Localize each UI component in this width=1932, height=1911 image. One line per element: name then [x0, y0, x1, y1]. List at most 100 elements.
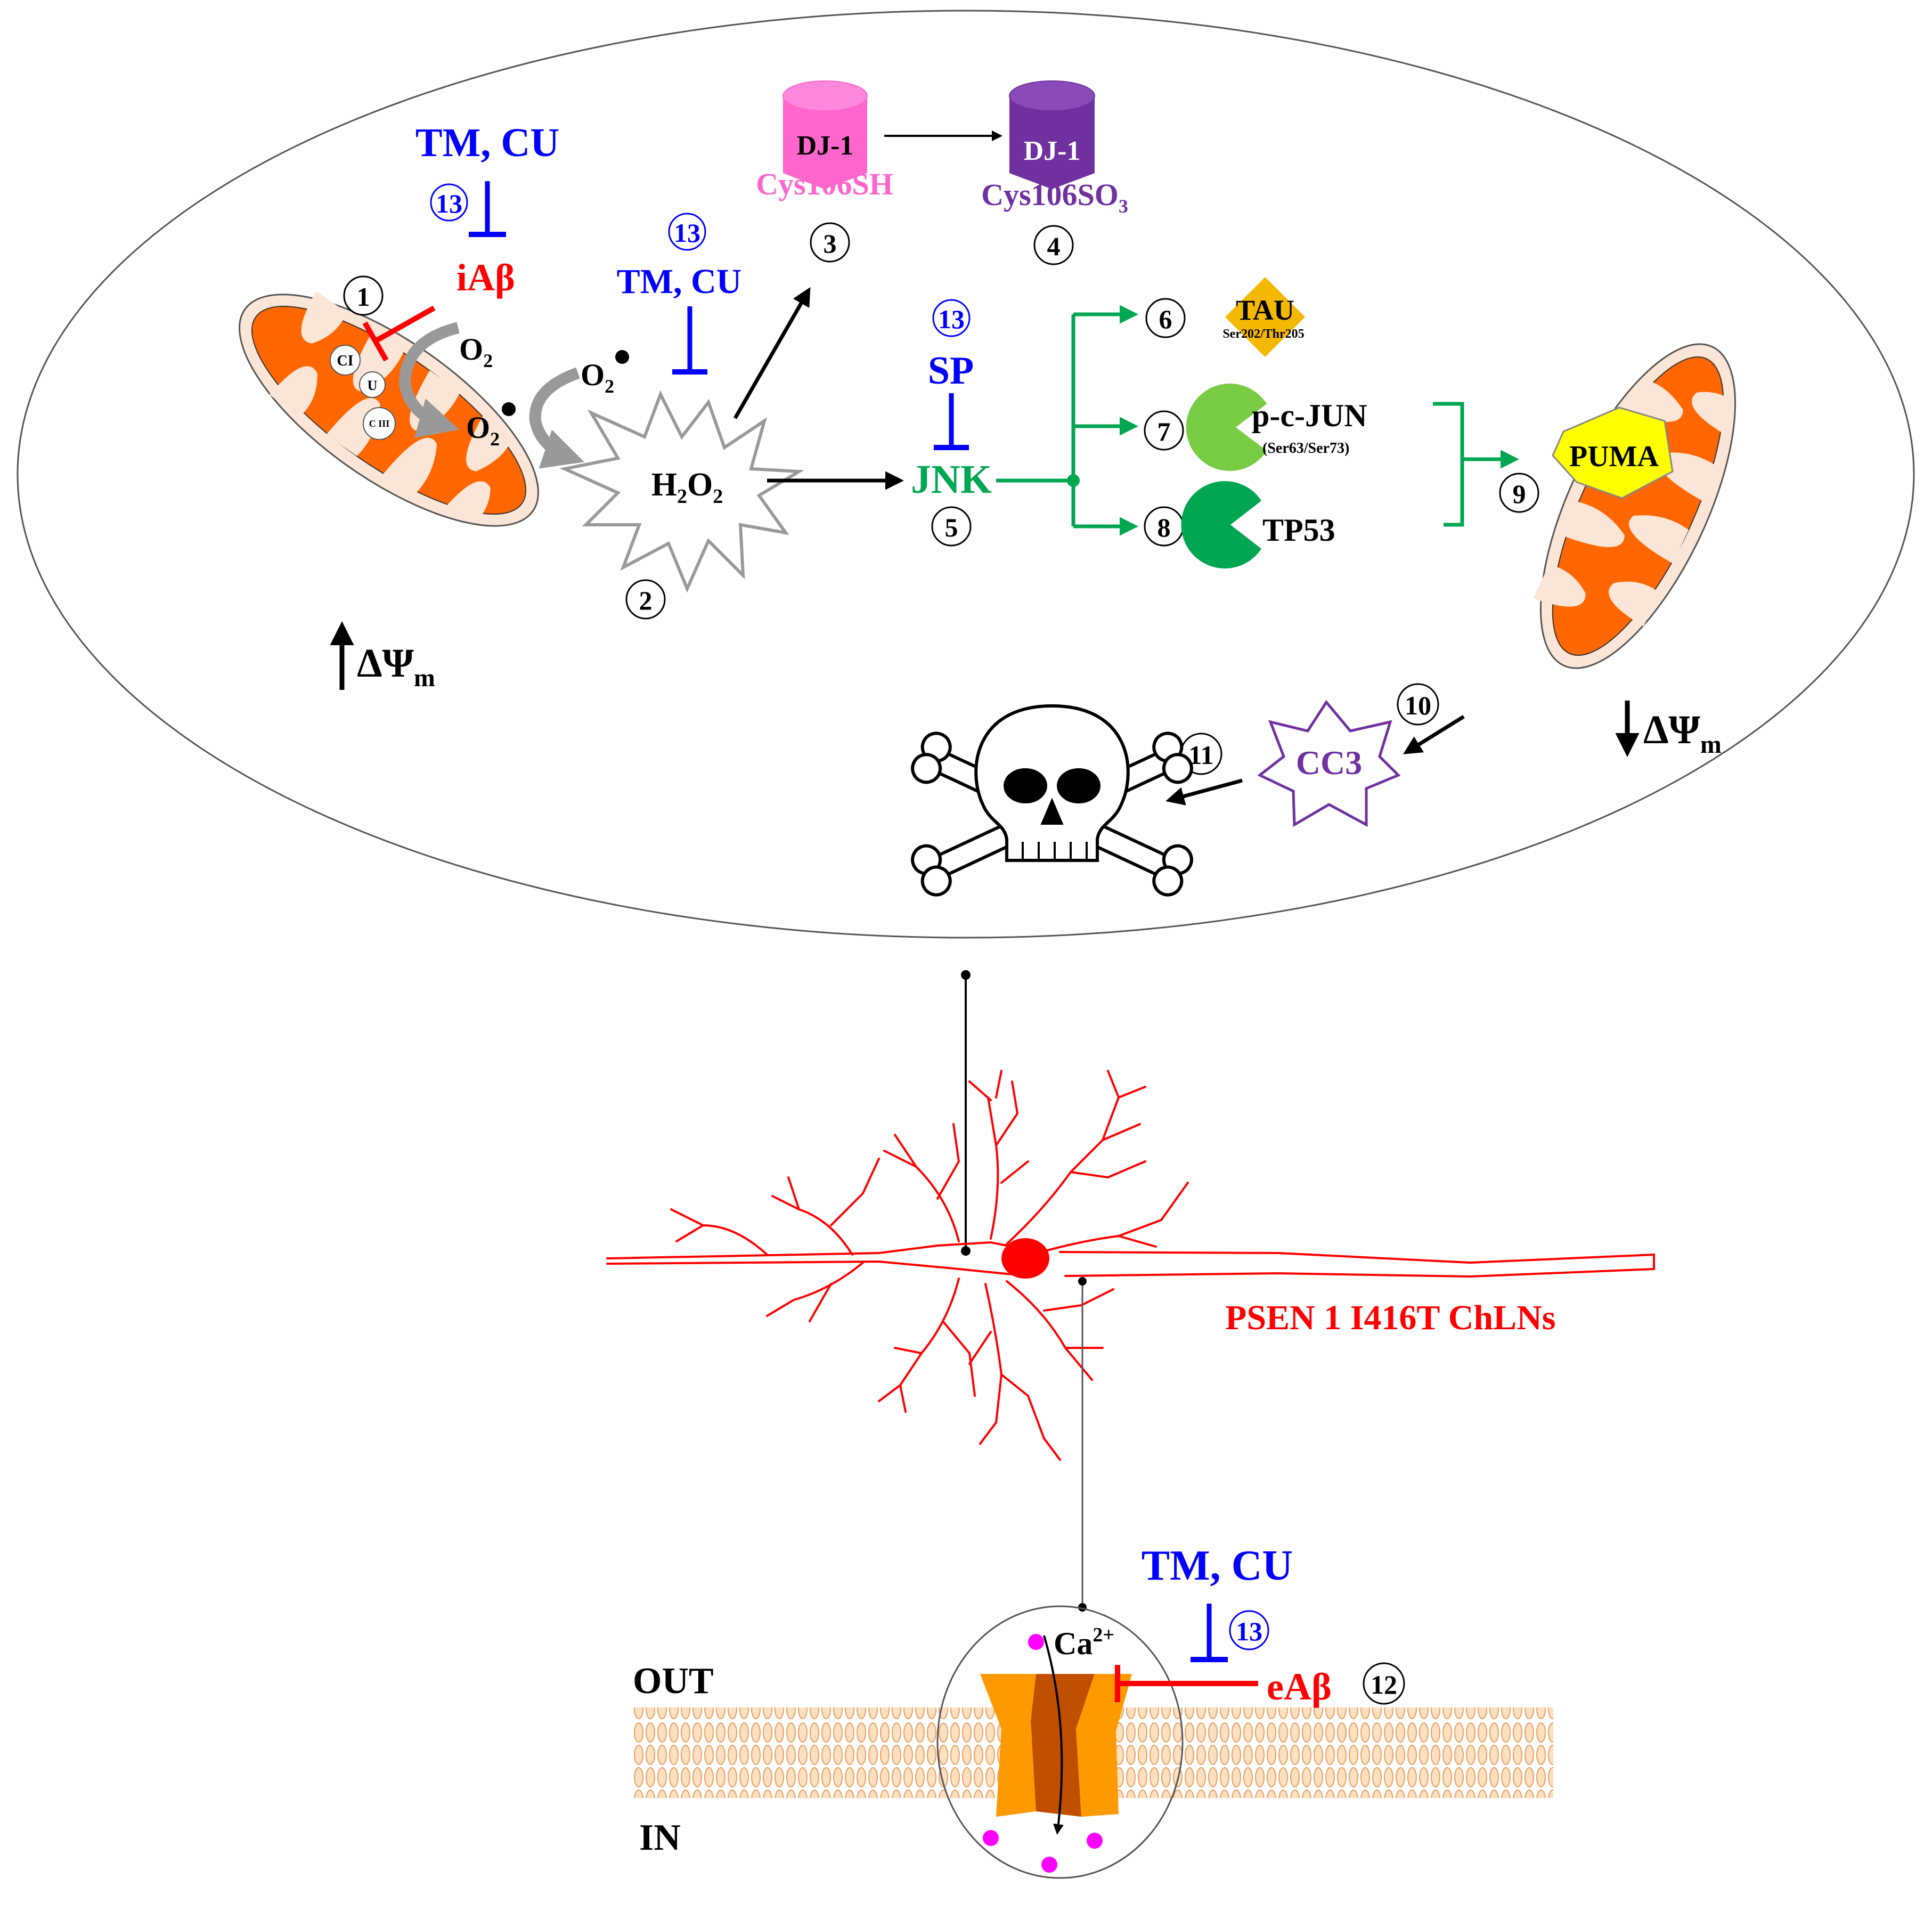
calcium-label: Ca2+	[1054, 1624, 1114, 1661]
membrane-potential-down: ΔΨm	[1615, 701, 1722, 759]
superoxide-arrow	[398, 322, 460, 438]
tau-label: TAU	[1236, 294, 1294, 326]
svg-text:DJ-1: DJ-1	[797, 131, 854, 161]
extracellular-abeta: eAβ	[1267, 1665, 1332, 1708]
iabeta-inhibition	[362, 305, 436, 362]
dj1-reduced: DJ-1	[782, 80, 868, 189]
caspase-activation-arrow	[1403, 715, 1465, 754]
tau-sites: Ser202/Thr205	[1222, 327, 1304, 341]
step-4-badge: 4	[1033, 225, 1074, 265]
svg-text:12: 12	[1371, 1670, 1397, 1699]
puma-protein	[1552, 406, 1674, 499]
tm-cu-label: TM, CU	[617, 262, 742, 301]
oxidation-arrow	[733, 287, 811, 419]
jnk-label: JNK	[911, 457, 992, 502]
step-12-badge: 12	[1363, 1662, 1405, 1705]
puma-bracket	[1433, 402, 1519, 527]
tp53-pacman	[1181, 481, 1261, 568]
dismutation-arrow	[529, 367, 584, 469]
step-13-badge: 13	[668, 213, 706, 251]
step-10-badge: 10	[1397, 683, 1439, 726]
step-5-badge: 5	[931, 506, 972, 547]
step-3-badge: 3	[810, 222, 850, 263]
callout-line-upper	[961, 970, 971, 1256]
tp53-label: TP53	[1262, 513, 1335, 548]
complex-u: U	[359, 371, 386, 398]
svg-text:ΔΨm: ΔΨm	[1643, 708, 1722, 759]
svg-text:13: 13	[436, 189, 462, 218]
svg-text:ΔΨm: ΔΨm	[357, 641, 435, 692]
cc3-label: CC3	[1296, 744, 1362, 782]
cell-boundary	[17, 10, 1915, 939]
complex-ci: CI	[330, 345, 361, 376]
callout-line-lower	[1078, 1277, 1087, 1612]
oxygen-label: O2	[459, 332, 493, 371]
step-2-badge: 2	[625, 579, 666, 620]
svg-text:13: 13	[674, 218, 700, 248]
sp-inhibitor-label: SP	[928, 349, 974, 393]
svg-text:CI: CI	[337, 353, 353, 369]
inhibition-arrow	[934, 393, 969, 450]
step-1-badge: 1	[343, 275, 384, 316]
svg-text:10: 10	[1405, 690, 1431, 720]
intracellular-abeta: iAβ	[456, 256, 515, 299]
step-13-badge: 13	[932, 299, 971, 337]
p-c-jun-sites: (Ser63/Ser73)	[1262, 440, 1349, 457]
svg-text:U: U	[368, 378, 378, 393]
calcium-ions	[983, 1634, 1103, 1873]
step-8-badge: 8	[1144, 506, 1184, 547]
svg-text:O2: O2	[466, 410, 500, 450]
svg-text:C III: C III	[369, 418, 390, 429]
svg-text:13: 13	[938, 304, 965, 334]
superoxide-label: O2	[466, 402, 516, 450]
eabeta-inhibition	[1115, 1665, 1258, 1702]
cell-line-label: PSEN 1 I416T ChLNs	[1225, 1298, 1555, 1337]
svg-text:DJ-1: DJ-1	[1024, 136, 1081, 166]
hydrogen-peroxide-burst	[559, 390, 804, 593]
tm-cu-label: TM, CU	[415, 120, 559, 165]
svg-text:8: 8	[1157, 513, 1171, 542]
svg-text:1: 1	[357, 282, 370, 312]
step-9-badge: 9	[1499, 473, 1539, 513]
p-c-jun-pacman	[1186, 383, 1267, 471]
skull-and-crossbones-icon	[911, 704, 1193, 897]
inhibition-arrow	[469, 181, 506, 237]
step-13-badge: 13	[1229, 1610, 1269, 1650]
branch-node	[1067, 474, 1080, 487]
neuron-nucleus	[1001, 1238, 1049, 1279]
inhibition-arrow	[1191, 1604, 1228, 1662]
tm-cu-label: TM, CU	[1142, 1542, 1293, 1589]
neuron-icon	[606, 1070, 1655, 1461]
puma-label: PUMA	[1569, 440, 1659, 473]
cell-death-arrow	[1165, 778, 1243, 806]
svg-text:11: 11	[1188, 740, 1213, 770]
svg-text:6: 6	[1159, 304, 1172, 334]
svg-text:7: 7	[1157, 417, 1171, 446]
p-c-jun-label: p-c-JUN	[1252, 398, 1367, 433]
svg-text:O2: O2	[581, 357, 614, 397]
channel-zoom-circle	[936, 1605, 1184, 1879]
cleaved-caspase-3-star	[1257, 700, 1401, 827]
intracellular-label: IN	[639, 1817, 681, 1858]
svg-text:2: 2	[639, 586, 653, 615]
step-7-badge: 7	[1144, 410, 1184, 451]
step-13-badge: 13	[430, 183, 468, 222]
h2o2-label: H2O2	[651, 467, 723, 508]
svg-text:3: 3	[824, 229, 837, 258]
svg-text:4: 4	[1047, 231, 1061, 261]
superoxide-label-2: O2	[581, 350, 629, 397]
extracellular-label: OUT	[633, 1661, 714, 1702]
dj1-oxidized: DJ-1	[1009, 80, 1095, 189]
inhibition-arrow	[672, 306, 707, 375]
step-6-badge: 6	[1145, 298, 1186, 338]
svg-text:9: 9	[1513, 479, 1526, 509]
membrane-potential-up: ΔΨm	[330, 621, 435, 692]
svg-text:5: 5	[945, 513, 958, 542]
svg-text:13: 13	[1236, 1616, 1262, 1646]
tau-diamond	[1225, 277, 1305, 357]
complex-ciii: C III	[363, 407, 396, 440]
dj1-reduced-residue: Cys106SH	[756, 167, 893, 201]
jnk-branch-arrows	[996, 305, 1138, 536]
dj1-oxidized-residue: Cys106SO3	[981, 177, 1128, 217]
